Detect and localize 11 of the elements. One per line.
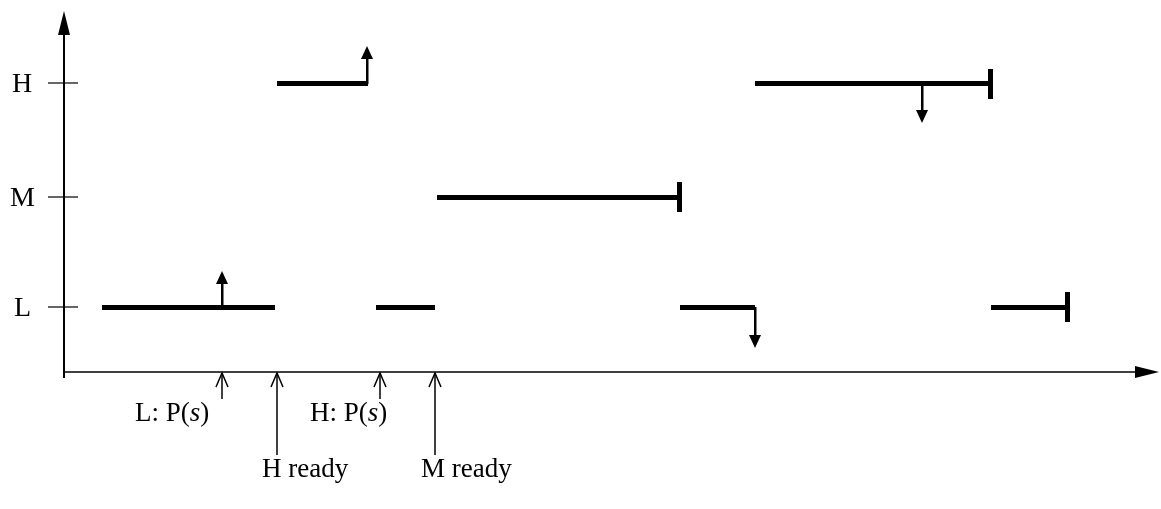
leader-arrow: [215, 372, 229, 400]
event-label: L: P(s): [135, 399, 210, 426]
leader-arrow: [373, 372, 387, 400]
priority-label: H: [12, 69, 33, 97]
event-label: H ready: [262, 455, 349, 482]
leader-arrow: [270, 372, 284, 456]
priority-label: L: [14, 293, 32, 321]
leader-arrow: [428, 372, 442, 456]
event-label: M ready: [421, 455, 512, 482]
priority-label: M: [10, 183, 35, 211]
event-label: H: P(s): [310, 399, 388, 426]
